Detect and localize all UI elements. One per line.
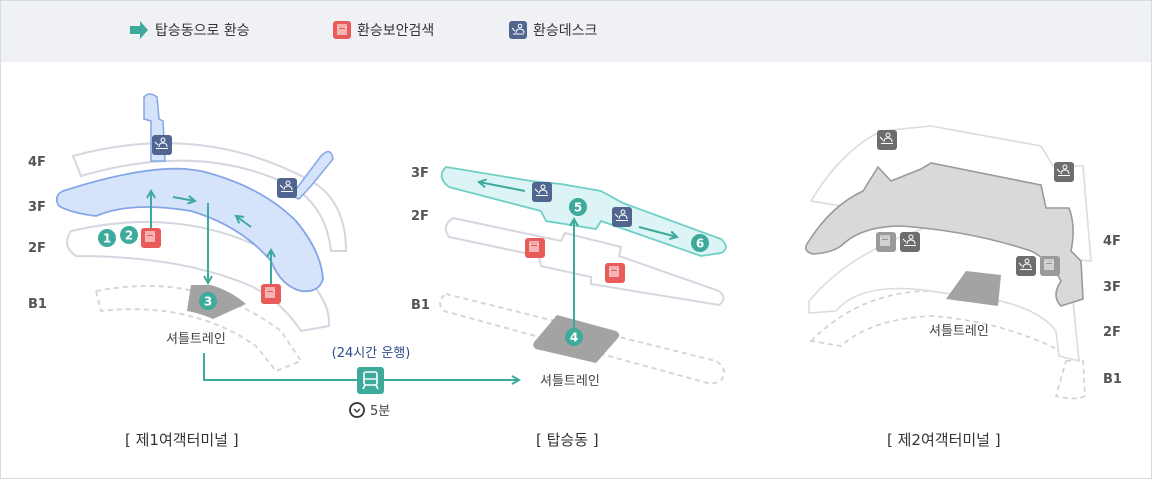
- t2-b1-pier: [1055, 358, 1086, 400]
- transfer-desk-icon: [1054, 162, 1074, 182]
- t1-b1-outline: [94, 285, 303, 373]
- floor-label: 2F: [28, 241, 46, 256]
- legend-item-security: 환승보안검색: [333, 19, 434, 41]
- legend-item-transfer-desk: 환승데스크: [509, 19, 597, 41]
- svg-text:5: 5: [574, 201, 582, 215]
- t1-4f-outline: [71, 142, 348, 252]
- t1-3f-area: [55, 167, 324, 293]
- security-gate-icon: [876, 232, 896, 252]
- transfer-desk-icon: [877, 130, 897, 150]
- step-badge: 3: [199, 292, 217, 310]
- concourse-2f-outline: [444, 216, 725, 307]
- travel-time: 5분: [370, 404, 390, 419]
- transfer-desk-icon: [612, 207, 632, 227]
- security-gate-icon: [605, 263, 625, 283]
- security-gate-icon: [1040, 256, 1060, 276]
- t2-2f-outline: [808, 225, 1080, 363]
- t2-3f-area: [805, 162, 1084, 307]
- shuttle-train-label: 셔틀트레인: [929, 324, 989, 339]
- step-badge: 2: [120, 226, 138, 244]
- terminal2-caption: [ 제2여객터미널 ]: [887, 431, 1001, 449]
- teal-arrow-icon: [130, 21, 148, 39]
- security-gate-icon: [333, 21, 351, 39]
- concourse-caption: [ 탑승동 ]: [536, 431, 599, 449]
- floor-label: 2F: [411, 209, 429, 224]
- floor-label: 4F: [28, 155, 46, 170]
- route-arrow: [172, 197, 195, 201]
- transfer-desk-icon: [1016, 256, 1036, 276]
- floor-label: 3F: [28, 200, 46, 215]
- legend-label: 탑승동으로 환승: [155, 23, 250, 39]
- floor-label: B1: [28, 297, 47, 312]
- svg-text:6: 6: [696, 237, 704, 251]
- shuttle-train-label: 셔틀트레인: [166, 332, 226, 347]
- security-gate-icon: [261, 284, 281, 304]
- legend-item-transfer-route: 탑승동으로 환승: [129, 19, 250, 41]
- legend-label: 환승보안검색: [357, 23, 435, 39]
- concourse-b1-outline: [439, 292, 726, 386]
- security-gate-icon: [141, 228, 161, 248]
- legend-bar: 탑승동으로 환승 환승보안검색 환승데스크: [1, 1, 1151, 62]
- route-arrow: [236, 216, 252, 228]
- svg-text:3: 3: [204, 295, 212, 309]
- transfer-desk-icon: [532, 182, 552, 202]
- security-gate-icon: [525, 238, 545, 258]
- t2-shuttle-station: [946, 271, 1001, 306]
- terminal1-map: 4F 3F 2F B1 1 2 3 셔틀트레인: [28, 93, 348, 373]
- shuttle-connection: (24시간 운행) 5분: [203, 345, 519, 419]
- route-arrow: [479, 182, 526, 192]
- terminal1-caption: [ 제1여객터미널 ]: [125, 431, 239, 449]
- transfer-desk-icon: [152, 135, 172, 155]
- operation-hours: (24시간 운행): [332, 345, 411, 361]
- transfer-desk-icon: [900, 232, 920, 252]
- shuttle-train-label: 셔틀트레인: [540, 374, 600, 389]
- route-arrow: [638, 226, 677, 237]
- terminal2-map: 4F 3F 2F B1 셔틀트레인: [805, 125, 1122, 400]
- concourse-map: 3F 2F B1 4 5 6 셔틀트레인: [411, 166, 727, 389]
- svg-text:2: 2: [125, 229, 133, 243]
- step-badge: 4: [565, 328, 583, 346]
- svg-text:1: 1: [103, 232, 111, 246]
- legend-label: 환승데스크: [533, 23, 598, 39]
- t1-pier-east: [289, 150, 334, 200]
- transfer-desk-icon: [509, 21, 527, 39]
- step-badge: 6: [691, 234, 709, 252]
- train-icon: [357, 367, 384, 394]
- floor-label: B1: [1103, 372, 1122, 387]
- shuttle-route-line: [203, 353, 519, 380]
- step-badge: 1: [98, 229, 116, 247]
- floor-label: 3F: [411, 166, 429, 181]
- floor-label: 2F: [1103, 325, 1121, 340]
- floor-label: B1: [411, 298, 430, 313]
- transfer-desk-icon: [277, 178, 297, 198]
- floor-label: 3F: [1103, 280, 1121, 295]
- step-badge: 5: [569, 198, 587, 216]
- floor-label: 4F: [1103, 234, 1121, 249]
- clock-icon: [349, 402, 365, 418]
- svg-text:4: 4: [570, 331, 578, 345]
